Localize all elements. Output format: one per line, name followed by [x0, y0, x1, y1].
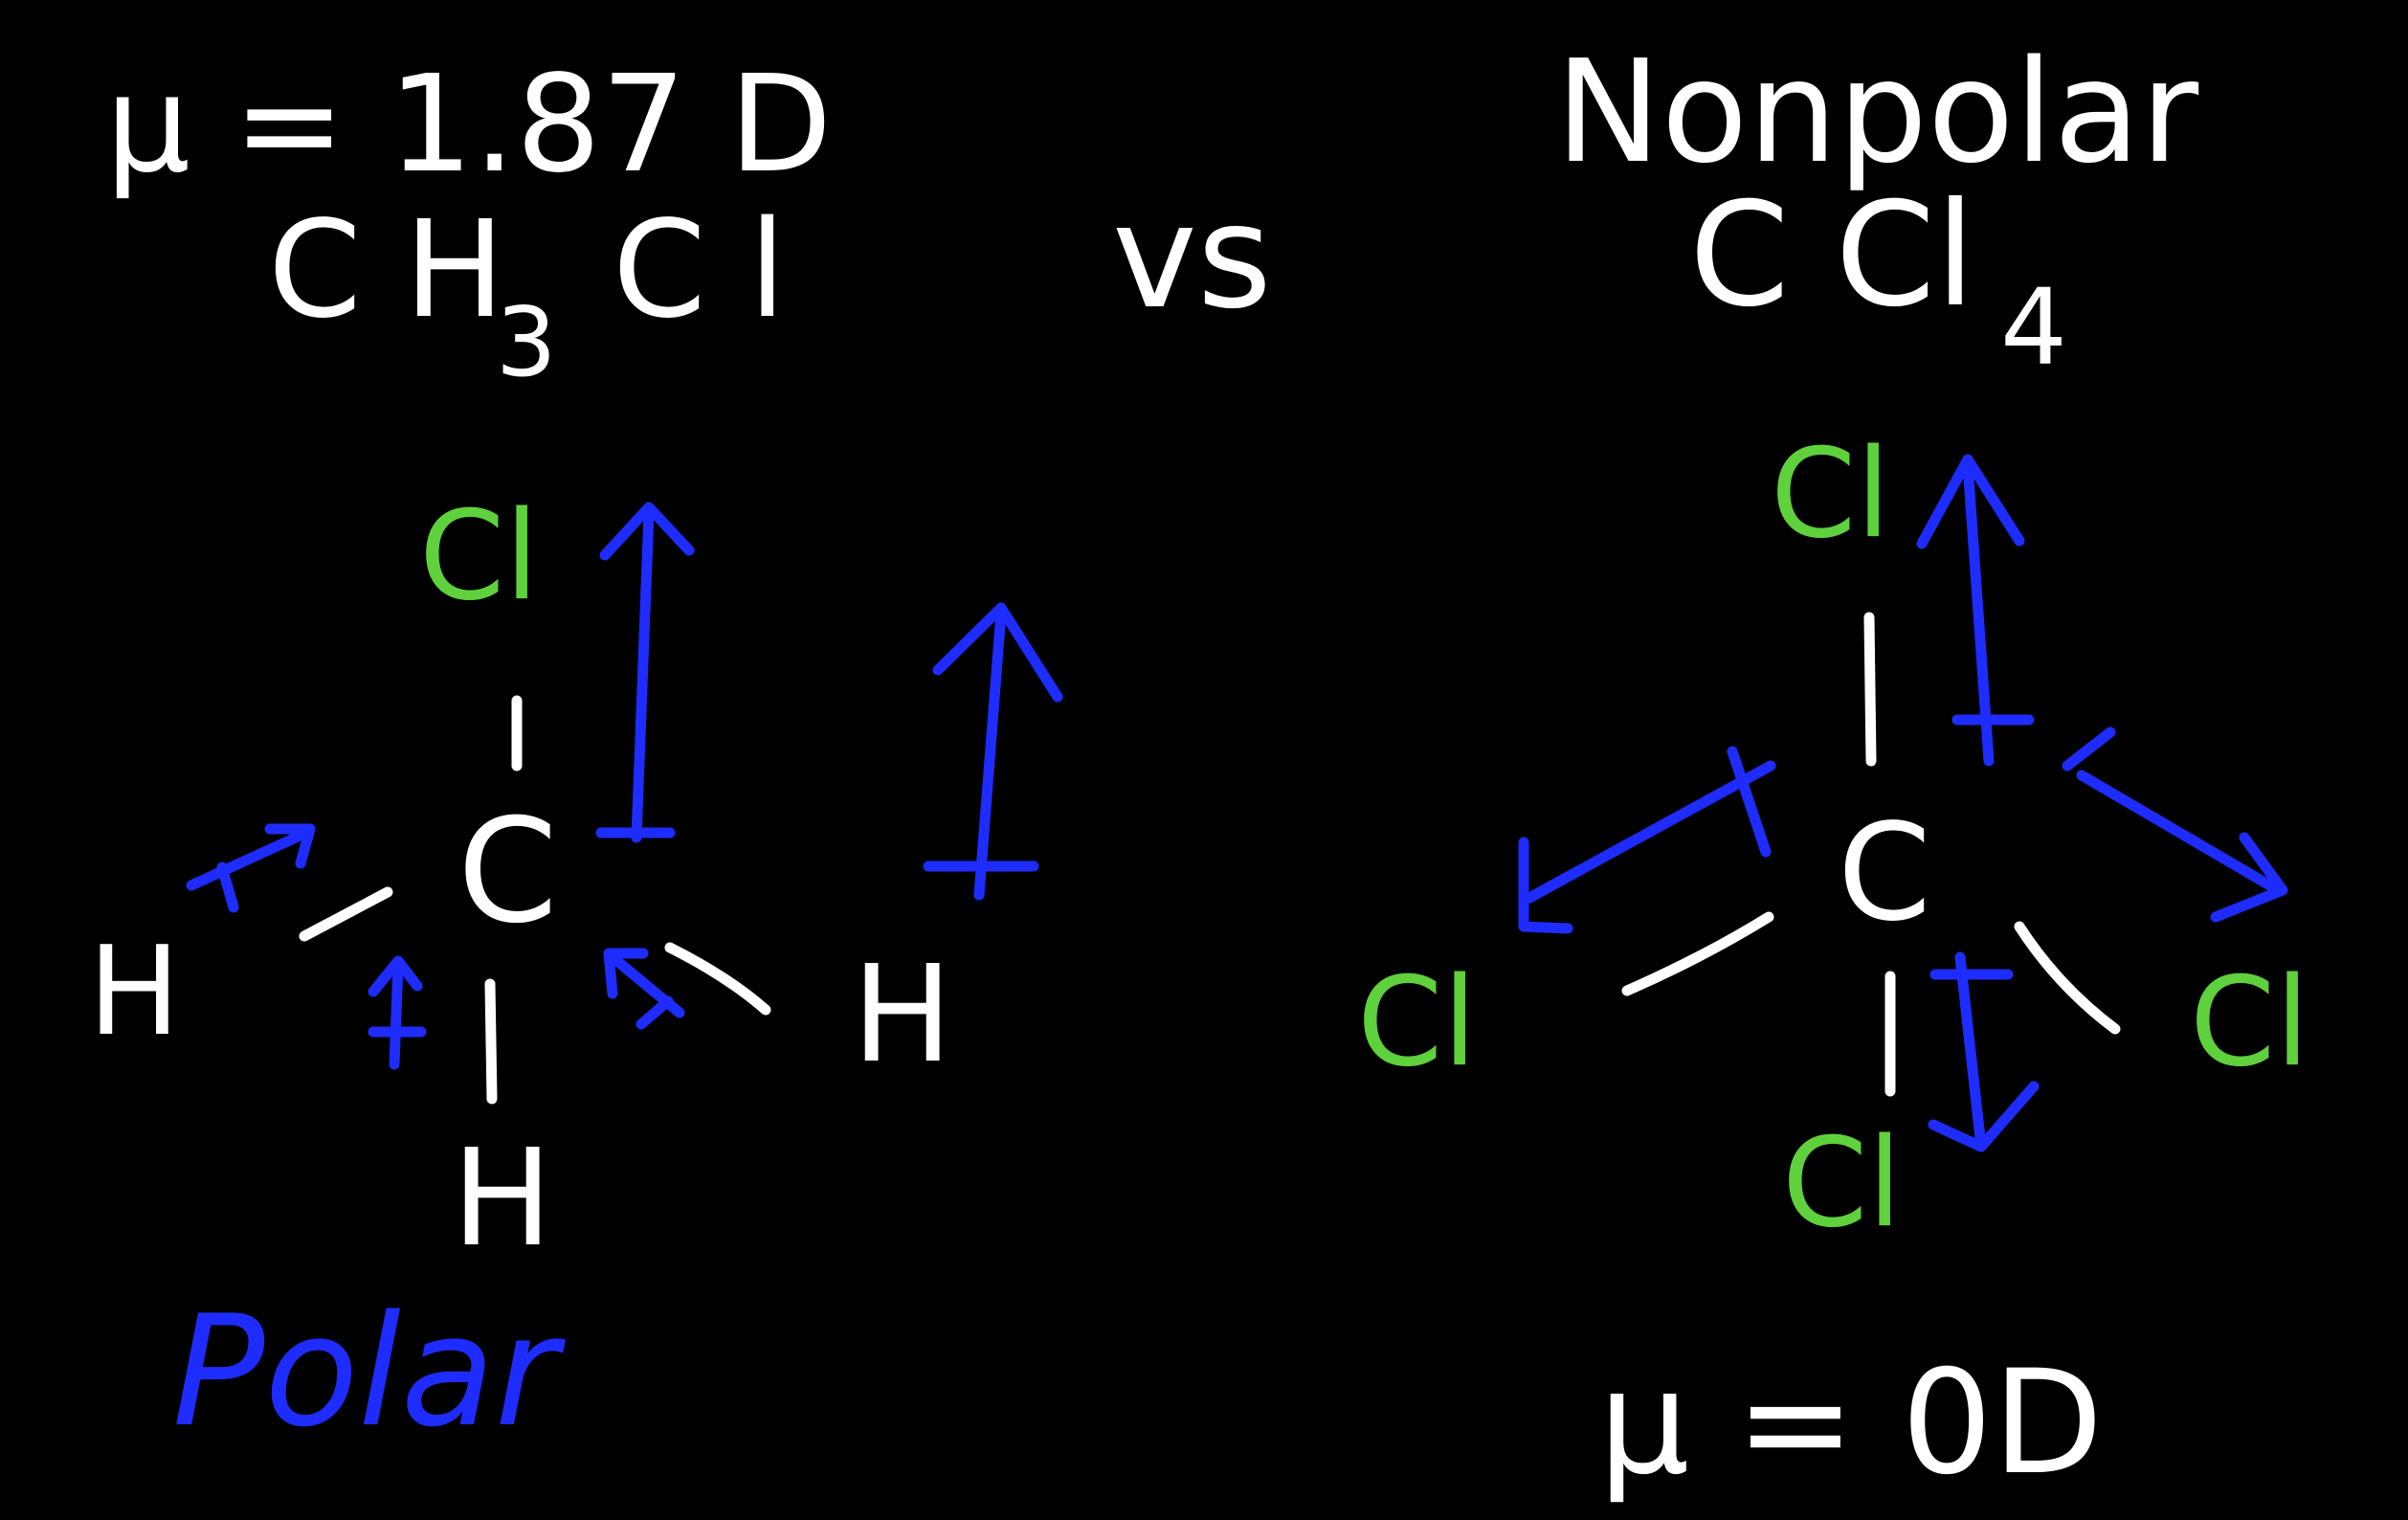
left-dipole-arrow-h-left: [186, 823, 316, 913]
left-atom-center-c: C: [457, 789, 558, 955]
left-formula-subscript: 3: [496, 286, 557, 398]
left-molecule: μ = 1.87 D C H 3 C l Cl C H H H: [88, 47, 1063, 1461]
right-dipole-arrow-left: [1518, 746, 1776, 934]
versus-label: vs: [1112, 174, 1272, 341]
left-bonds: [299, 695, 771, 1105]
right-atom-bottom-cl: Cl: [1782, 1112, 1902, 1255]
right-formula-main: C Cl: [1689, 172, 1975, 339]
right-formula: C Cl 4: [1689, 172, 2067, 389]
right-bond-right: [2014, 921, 2121, 1035]
left-formula-part2: C l: [613, 192, 786, 348]
left-dipole-arrow-h-right: [603, 948, 685, 1030]
left-atom-right-h: H: [852, 937, 952, 1093]
right-dipole-label: μ = 0D: [1598, 1340, 2103, 1507]
right-bond-left: [1621, 911, 1774, 996]
right-classification-label: Nonpolar: [1555, 30, 2198, 194]
right-atom-left-cl: Cl: [1357, 951, 1477, 1094]
left-bond-left: [299, 886, 393, 942]
right-dipole-arrow-down: [1928, 951, 2040, 1152]
right-bonds: [1621, 612, 2121, 1097]
right-atom-center-c: C: [1838, 795, 1931, 951]
left-bond-bottom: [484, 978, 498, 1105]
left-formula-part1: C H: [268, 192, 505, 348]
left-classification-label: Polar: [172, 1282, 567, 1461]
left-dipole-arrow-h-bottom: [368, 955, 427, 1070]
right-bond-top: [1863, 612, 1877, 767]
left-bond-right: [664, 942, 771, 1016]
left-formula: C H 3 C l: [268, 192, 786, 398]
left-dipole-arrow-ccl: [595, 502, 695, 843]
left-atom-left-h: H: [88, 921, 180, 1063]
left-atom-top-cl: Cl: [419, 485, 539, 628]
right-dipole-arrows: [1518, 454, 2288, 1152]
right-molecule: Nonpolar C Cl 4 Cl C Cl Cl Cl μ = 0D: [1357, 30, 2309, 1507]
right-dipole-arrow-up: [1916, 454, 2035, 767]
left-dipole-label: μ = 1.87 D: [105, 47, 832, 203]
right-formula-subscript: 4: [2000, 266, 2067, 389]
right-atom-top-cl: Cl: [1771, 423, 1890, 566]
left-net-dipole-arrow: [923, 602, 1063, 901]
left-dipole-arrows: [186, 502, 1063, 1070]
right-dipole-arrow-right: [2062, 726, 2288, 923]
right-atom-right-cl: Cl: [2190, 951, 2309, 1094]
left-atom-bottom-h: H: [452, 1121, 552, 1277]
